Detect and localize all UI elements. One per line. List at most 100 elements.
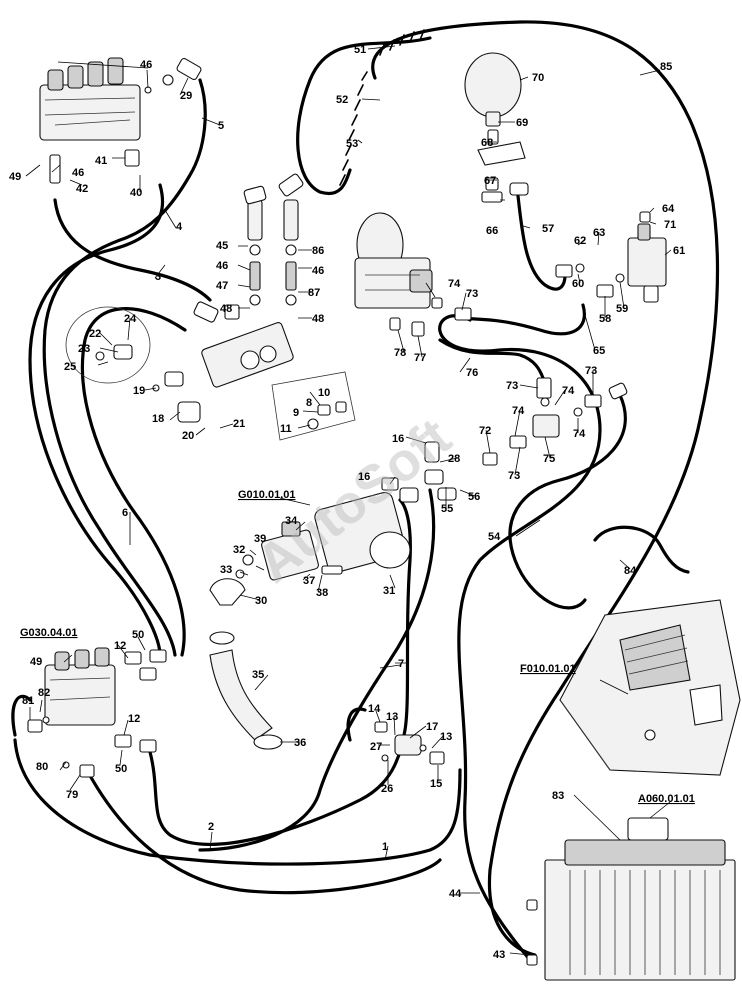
callout-64: 64 <box>662 203 675 215</box>
fittings-45-87 <box>243 173 304 306</box>
callout-27: 27 <box>370 741 382 753</box>
ref-a060: A060.01.01 <box>638 793 695 805</box>
callout-78: 78 <box>394 347 406 359</box>
callout-3: 3 <box>155 271 161 283</box>
callout-29: 29 <box>180 90 192 102</box>
callout-8: 8 <box>306 397 312 409</box>
ref-g030: G030.04.01 <box>20 627 78 639</box>
callout-41: 41 <box>95 155 107 167</box>
callout-5: 5 <box>218 120 224 132</box>
hydraulic-pump-g010 <box>209 441 457 606</box>
callout-59: 59 <box>616 303 628 315</box>
callout-58: 58 <box>599 313 611 325</box>
hose-76 <box>438 338 545 380</box>
control-valve-g030 <box>27 647 167 778</box>
callout-86: 86 <box>312 245 324 257</box>
callout-72: 72 <box>479 425 491 437</box>
callout-42: 42 <box>76 183 88 195</box>
hose-54 <box>508 393 627 610</box>
callout-45: 45 <box>216 240 228 252</box>
callout-2: 2 <box>208 821 214 833</box>
callout-51: 51 <box>354 44 366 56</box>
callout-24: 24 <box>124 313 137 325</box>
callout-43: 43 <box>493 949 505 961</box>
hose-1 <box>13 738 462 866</box>
hose-44 <box>438 314 602 962</box>
callout-46c: 46 <box>216 260 228 272</box>
callout-63: 63 <box>593 227 605 239</box>
callout-4: 4 <box>176 221 183 233</box>
callout-17: 17 <box>426 721 438 733</box>
heater-f010 <box>559 599 741 776</box>
hose-57 <box>516 194 567 291</box>
callout-12a: 12 <box>114 640 126 652</box>
callout-13a: 13 <box>386 711 398 723</box>
callout-28: 28 <box>448 453 460 465</box>
tee-17 <box>374 721 445 765</box>
hose-6 <box>80 307 187 657</box>
control-valve-top <box>39 57 202 184</box>
callout-40: 40 <box>130 187 142 199</box>
ref-g010: G010.01.01 <box>238 489 296 501</box>
spring-guard-52 <box>339 29 425 186</box>
callout-33: 33 <box>220 564 232 576</box>
tee-75 <box>482 377 628 466</box>
valve-block-61 <box>555 211 667 303</box>
callout-50a: 50 <box>132 629 144 641</box>
callout-16b: 16 <box>358 471 370 483</box>
callout-73a: 73 <box>466 288 478 300</box>
callout-65: 65 <box>593 345 605 357</box>
hose-85 <box>371 20 720 957</box>
callout-31: 31 <box>383 585 395 597</box>
callout-22: 22 <box>89 328 101 340</box>
callout-16a: 16 <box>392 433 404 445</box>
hose-2 <box>148 498 412 846</box>
callout-50b: 50 <box>115 763 127 775</box>
hose-65 <box>460 303 586 336</box>
callout-62: 62 <box>574 235 586 247</box>
callout-69: 69 <box>516 117 528 129</box>
callout-48a: 48 <box>220 303 232 315</box>
accumulator-70 <box>464 52 529 203</box>
callout-55: 55 <box>441 503 453 515</box>
callout-13b: 13 <box>440 731 452 743</box>
hose-4 <box>28 183 165 657</box>
callout-35: 35 <box>252 669 264 681</box>
callout-81: 81 <box>22 695 34 707</box>
callout-74d: 74 <box>573 428 586 440</box>
callout-6: 6 <box>122 507 128 519</box>
callout-14: 14 <box>368 703 381 715</box>
callout-20: 20 <box>182 430 194 442</box>
callout-68: 68 <box>481 137 493 149</box>
callout-82: 82 <box>38 687 50 699</box>
callout-44: 44 <box>449 888 462 900</box>
hose-14 <box>346 707 367 742</box>
callout-83: 83 <box>552 790 564 802</box>
callout-74a: 74 <box>448 278 461 290</box>
callout-61: 61 <box>673 245 685 257</box>
callout-1: 1 <box>382 841 388 853</box>
callout-32: 32 <box>233 544 245 556</box>
callout-73b: 73 <box>506 380 518 392</box>
callout-79: 79 <box>66 789 78 801</box>
callout-74b: 74 <box>562 385 575 397</box>
callout-7: 7 <box>398 658 404 670</box>
callout-11: 11 <box>280 423 292 435</box>
callout-18: 18 <box>152 413 164 425</box>
callout-53: 53 <box>346 138 358 150</box>
callout-38: 38 <box>316 587 328 599</box>
callout-70: 70 <box>532 72 544 84</box>
callout-73c: 73 <box>585 365 597 377</box>
callout-74c: 74 <box>512 405 525 417</box>
hose-79 <box>86 770 442 895</box>
callout-56: 56 <box>468 491 480 503</box>
leader-lines <box>25 45 672 956</box>
callout-49a: 49 <box>9 171 21 183</box>
suction-hose-35 <box>209 631 283 750</box>
callout-76: 76 <box>466 367 478 379</box>
callout-66: 66 <box>486 225 498 237</box>
callout-52: 52 <box>336 94 348 106</box>
hose-3 <box>53 198 212 302</box>
callout-46d: 46 <box>312 265 324 277</box>
